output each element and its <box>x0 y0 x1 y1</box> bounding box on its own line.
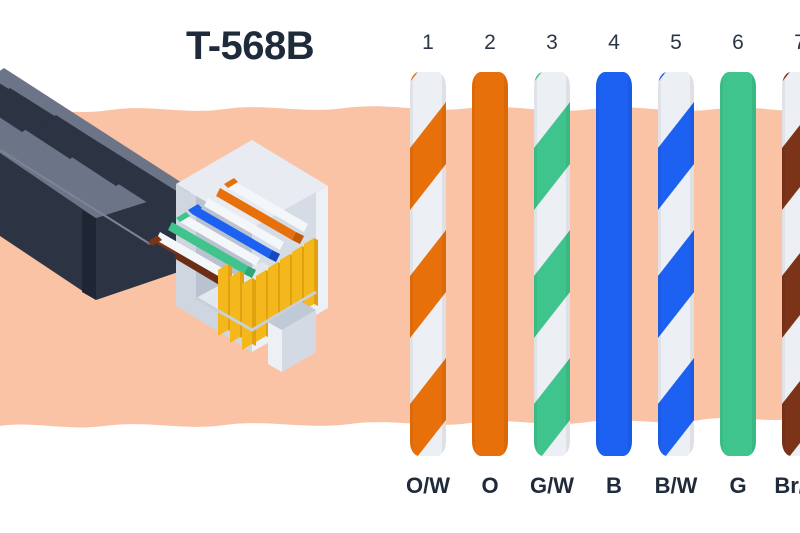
wire-number-4: 4 <box>608 31 620 54</box>
wire-stripe <box>782 102 800 210</box>
wire-number-7: 7 <box>780 31 800 55</box>
wire-stripe <box>658 358 694 456</box>
wire-stripe <box>534 230 570 338</box>
wire-number-6: 6 <box>732 31 744 54</box>
wire-stripe <box>782 230 800 338</box>
wire-number-1: 1 <box>422 31 434 54</box>
wire-stripe <box>410 230 446 338</box>
wire-stripe <box>534 102 570 210</box>
wire-3 <box>534 72 570 456</box>
wire-stripe <box>410 358 446 456</box>
page-title: T-568B <box>186 24 315 68</box>
wire-stripe <box>410 102 446 210</box>
wire-stripe <box>782 358 800 456</box>
wire-stripe <box>534 358 570 456</box>
wire-number-3: 3 <box>546 31 558 54</box>
wire-label-4: B <box>606 473 622 498</box>
wire-5 <box>658 72 694 456</box>
wire-label-6: G <box>729 473 747 498</box>
wire-7 <box>782 72 800 456</box>
wire-label-1: O/W <box>406 473 450 498</box>
wire-label-7: Br/W <box>774 473 800 498</box>
wire-number-2: 2 <box>484 31 496 54</box>
wire-6 <box>720 72 756 456</box>
wire-4 <box>596 72 632 456</box>
wire-1 <box>410 72 446 456</box>
wire-label-2: O <box>481 473 499 498</box>
wire-2 <box>472 72 508 456</box>
wire-label-5: B/W <box>654 473 698 498</box>
wire-label-3: G/W <box>530 473 574 498</box>
wire-stripe <box>658 102 694 210</box>
wire-number-5: 5 <box>670 31 682 54</box>
wire-stripe <box>658 230 694 338</box>
